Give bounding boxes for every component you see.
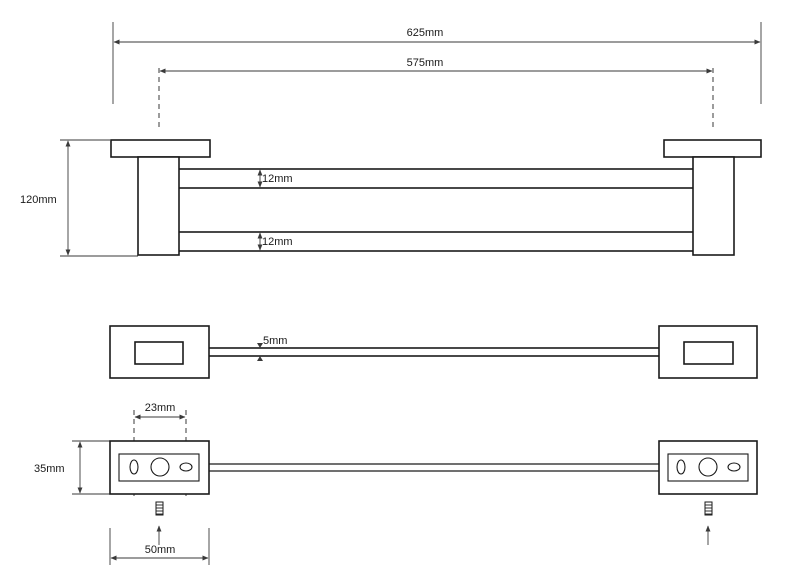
front-view: 625mm 575mm 120mm 12mm 12mm bbox=[20, 22, 762, 257]
slot-hole-left-b bbox=[179, 462, 193, 472]
rail-upper bbox=[177, 168, 695, 189]
wall-plate-left bbox=[110, 139, 211, 158]
dim-hole-spacing-label: 23mm bbox=[145, 402, 176, 414]
post-left-top-view bbox=[134, 341, 184, 365]
dim-plate-width-label: 35mm bbox=[34, 463, 65, 475]
plate-recess-left bbox=[118, 453, 200, 482]
mounting-plate-left bbox=[109, 440, 210, 495]
slot-hole-right-b bbox=[727, 462, 741, 472]
top-view: 5mm bbox=[109, 325, 758, 379]
dim-centers-label: 575mm bbox=[407, 57, 444, 69]
bracket-post-left bbox=[137, 156, 180, 256]
bracket-post-right bbox=[692, 156, 735, 256]
dim-rail-upper-label: 12mm bbox=[262, 173, 293, 185]
plate-recess-right bbox=[667, 453, 749, 482]
arrow-bar-bottom bbox=[257, 356, 263, 361]
bar-top-view bbox=[182, 347, 686, 357]
dim-plate-length-label: 50mm bbox=[145, 544, 176, 556]
wall-plate-right bbox=[663, 139, 762, 158]
dim-bar-label: 5mm bbox=[263, 335, 287, 347]
slot-hole-left-a bbox=[129, 459, 139, 475]
rail-lower bbox=[177, 231, 695, 252]
center-hole-right bbox=[698, 457, 718, 477]
dim-rail-lower-label: 12mm bbox=[262, 236, 293, 248]
bottom-view: 23mm 35mm bbox=[34, 402, 758, 565]
mounting-plate-right bbox=[658, 440, 758, 495]
set-screw-right-icon bbox=[704, 501, 713, 516]
center-hole-left bbox=[150, 457, 170, 477]
post-right-top-view bbox=[683, 341, 734, 365]
slot-hole-right-a bbox=[676, 459, 686, 475]
dim-height-label: 120mm bbox=[20, 194, 57, 206]
set-screw-left-icon bbox=[155, 501, 164, 516]
arrow-bar-top bbox=[257, 343, 263, 348]
dim-overall-label: 625mm bbox=[407, 27, 444, 39]
